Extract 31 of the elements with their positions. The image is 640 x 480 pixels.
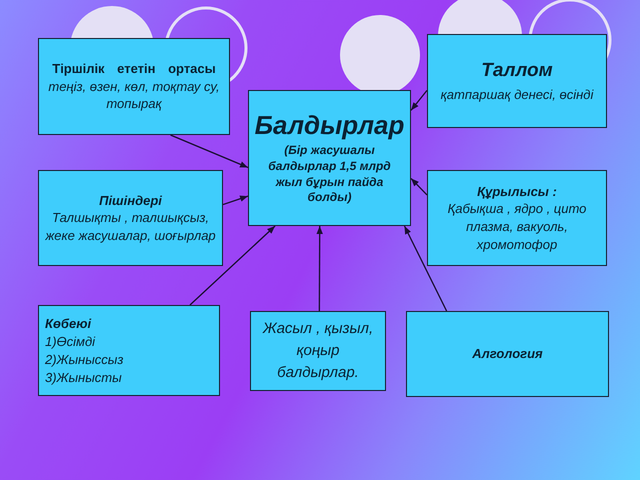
arrow xyxy=(410,90,428,111)
topic-box xyxy=(38,305,220,396)
arrow xyxy=(190,226,276,306)
box-description: Жасыл , қызыл, қоңыр балдырлар. xyxy=(262,319,374,383)
list-item: 2)Жыныссыз xyxy=(45,350,124,369)
box-heading: Алгология xyxy=(472,345,543,363)
topic-box xyxy=(250,311,386,391)
arrow xyxy=(222,195,248,206)
topic-box xyxy=(38,38,230,135)
box-heading: Құрылысы : xyxy=(477,182,557,200)
arrow xyxy=(404,226,448,312)
box-description: теңіз, өзен, көл, тоқтау су, топырақ xyxy=(47,78,221,113)
box-heading: Таллом xyxy=(481,58,553,83)
box-description: қатпаршақ денесі, өсінді xyxy=(440,86,594,104)
topic-box xyxy=(406,311,609,397)
box-description: Талшықты , талшықсыз, жеке жасушалар, шоғырлар xyxy=(44,209,217,244)
central-topic-box xyxy=(248,90,411,226)
arrow xyxy=(316,226,323,311)
arrow xyxy=(170,134,248,168)
box-description: Қабықша , ядро , цито плазма, вакуоль, хромотофор xyxy=(446,200,588,254)
box-description: (Бір жасушалы балдырлар 1,5 млрд жыл бұрын пайда болды) xyxy=(267,143,392,206)
main-title: Балдырлар xyxy=(254,110,404,142)
topic-box xyxy=(427,34,607,128)
box-heading: Пішіндері xyxy=(99,192,162,210)
box-heading: Тіршілік ететін ортасы xyxy=(52,60,216,78)
arrow xyxy=(410,178,428,196)
list-item: 1)Өсімді xyxy=(45,332,96,351)
topic-box xyxy=(38,170,223,266)
topic-box xyxy=(427,170,607,266)
box-heading: Көбеюі xyxy=(45,315,92,333)
list-item: 3)Жынысты xyxy=(45,368,122,387)
